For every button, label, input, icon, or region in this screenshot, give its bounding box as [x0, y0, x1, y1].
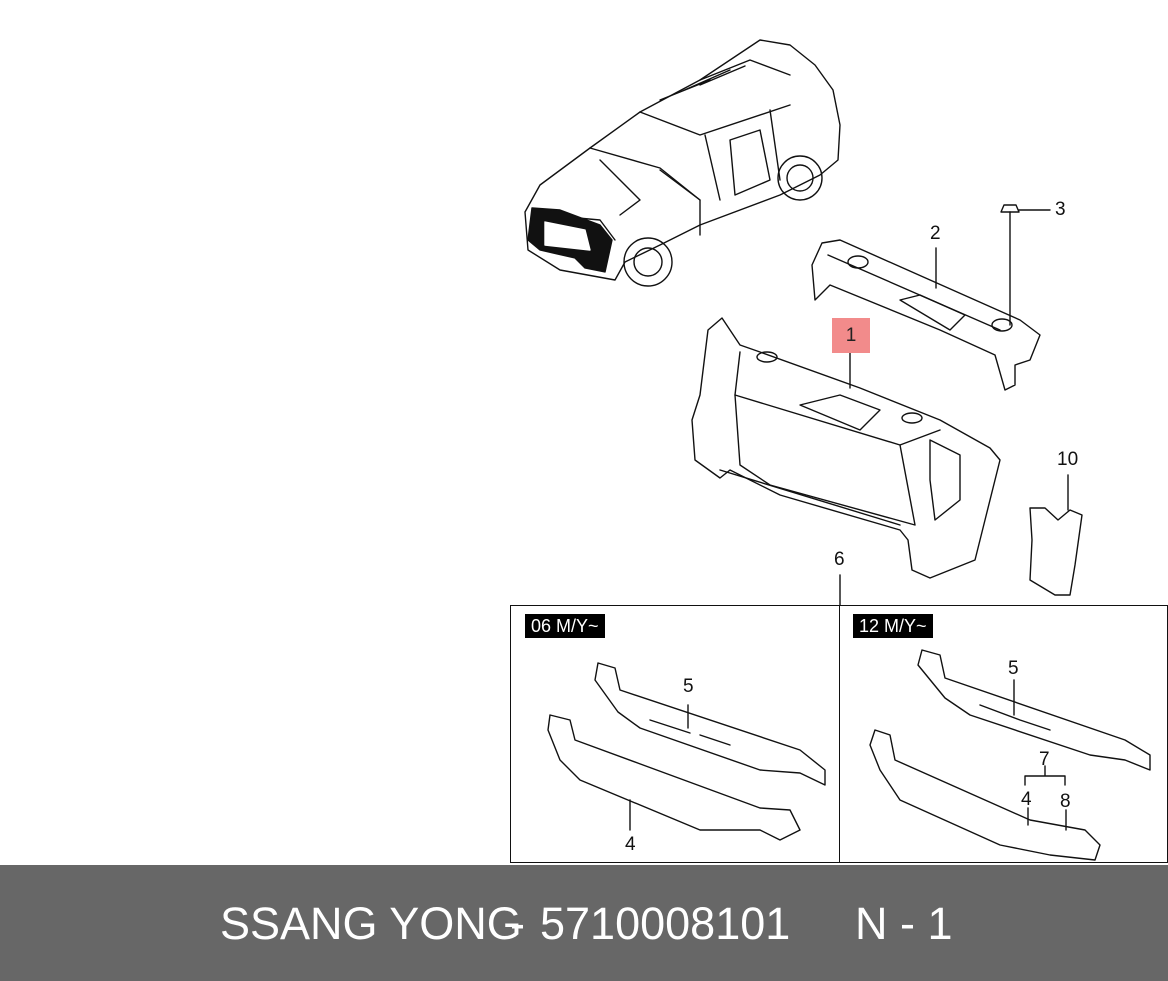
footer-separator: -	[510, 898, 525, 949]
part-3-bolt	[1000, 204, 1051, 326]
part-10-bracket	[1029, 474, 1083, 596]
footer-page-ref: N - 1	[855, 898, 953, 949]
variant-box-left	[510, 605, 840, 863]
footer-part-number: 5710008101	[540, 898, 791, 949]
callout-8: 8	[1060, 791, 1071, 812]
variant-left-parts	[547, 662, 826, 841]
footer-brand: SSANG YONG	[220, 898, 522, 949]
callout-5-left: 5	[683, 676, 694, 697]
callout-7: 7	[1039, 749, 1050, 770]
part-2-upper-member	[811, 239, 1041, 391]
callout-10: 10	[1057, 449, 1079, 470]
callout-1-highlighted: 1	[832, 318, 870, 353]
part-1-front-carrier	[691, 317, 1001, 579]
parts-diagram	[524, 39, 1151, 861]
callout-5-right: 5	[1008, 658, 1019, 679]
variant-box-right	[839, 605, 1168, 863]
callout-3: 3	[1055, 199, 1066, 220]
footer-bar: SSANG YONG - 5710008101 N - 1	[0, 865, 1168, 981]
variant-tag-right: 12 M/Y~	[853, 614, 933, 638]
callout-6: 6	[834, 549, 845, 570]
callout-4-left: 4	[625, 834, 636, 855]
variant-tag-left: 06 M/Y~	[525, 614, 605, 638]
variant-right-parts	[869, 649, 1151, 861]
callout-2: 2	[930, 223, 941, 244]
callout-4-right: 4	[1021, 789, 1032, 810]
